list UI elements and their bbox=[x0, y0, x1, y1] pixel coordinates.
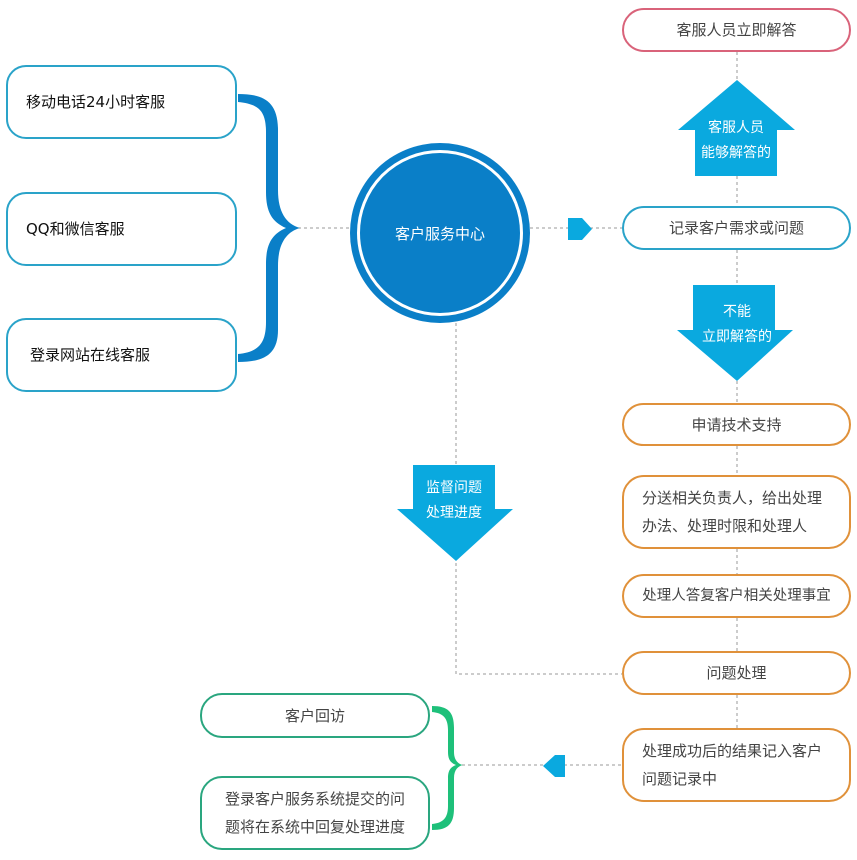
down-arrow-label: 不能 立即解答的 bbox=[693, 300, 781, 350]
down-arrow-line2: 立即解答的 bbox=[702, 329, 772, 345]
supervise-down-arrow-icon bbox=[397, 465, 513, 561]
down-arrow-line1: 不能 bbox=[723, 304, 751, 320]
dispatch-line2: 办法、处理时限和处理人 bbox=[642, 517, 808, 535]
reply-box: 处理人答复客户相关处理事宜 bbox=[622, 574, 851, 618]
channel-phone-label: 移动电话24小时客服 bbox=[26, 93, 166, 111]
up-arrow-line1: 客服人员 bbox=[708, 120, 764, 136]
system-progress-box: 登录客户服务系统提交的问 题将在系统中回复处理进度 bbox=[200, 776, 430, 850]
handle-label: 问题处理 bbox=[706, 664, 767, 682]
channel-qq-wechat-label: QQ和微信客服 bbox=[26, 220, 125, 238]
tech-support-box: 申请技术支持 bbox=[622, 403, 851, 446]
green-curly-brace bbox=[432, 706, 463, 830]
handle-box: 问题处理 bbox=[622, 651, 851, 695]
tech-support-label: 申请技术支持 bbox=[691, 415, 782, 434]
small-right-arrow-icon bbox=[568, 218, 592, 240]
customer-service-center: 客户服务中心 bbox=[350, 143, 530, 323]
record-request-box: 记录客户需求或问题 bbox=[622, 206, 851, 250]
small-left-arrow-icon bbox=[543, 755, 565, 777]
blue-curly-brace bbox=[238, 94, 300, 362]
result-record-box: 处理成功后的结果记入客户 问题记录中 bbox=[622, 728, 851, 802]
customer-followup-box: 客户回访 bbox=[200, 693, 430, 738]
down-arrow-icon bbox=[677, 285, 793, 381]
system-progress-line2: 题将在系统中回复处理进度 bbox=[224, 818, 405, 836]
channel-qq-wechat-box: QQ和微信客服 bbox=[6, 192, 237, 266]
up-arrow-line2: 能够解答的 bbox=[701, 145, 771, 161]
supervise-line2: 处理进度 bbox=[426, 505, 482, 521]
result-record-line1: 处理成功后的结果记入客户 bbox=[642, 742, 823, 760]
up-arrow-label: 客服人员 能够解答的 bbox=[695, 116, 777, 166]
supervise-line1: 监督问题 bbox=[426, 480, 482, 496]
immediate-answer-label: 客服人员立即解答 bbox=[676, 21, 797, 39]
result-record-line2: 问题记录中 bbox=[642, 770, 718, 788]
dispatch-line1: 分送相关负责人，给出处理 bbox=[642, 489, 823, 507]
connector-center-to-handle bbox=[455, 323, 622, 675]
record-request-label: 记录客户需求或问题 bbox=[668, 219, 804, 237]
channel-web-label: 登录网站在线客服 bbox=[30, 346, 151, 364]
channel-web-box: 登录网站在线客服 bbox=[6, 318, 237, 392]
dispatch-box: 分送相关负责人，给出处理 办法、处理时限和处理人 bbox=[622, 475, 851, 549]
reply-label: 处理人答复客户相关处理事宜 bbox=[642, 588, 831, 604]
immediate-answer-box: 客服人员立即解答 bbox=[622, 8, 851, 52]
center-inner-ring: 客户服务中心 bbox=[357, 150, 523, 316]
center-label: 客户服务中心 bbox=[394, 224, 485, 243]
customer-followup-label: 客户回访 bbox=[284, 706, 345, 725]
up-arrow-icon bbox=[678, 80, 795, 176]
supervise-arrow-label: 监督问题 处理进度 bbox=[413, 476, 495, 526]
channel-phone-box: 移动电话24小时客服 bbox=[6, 65, 237, 139]
system-progress-line1: 登录客户服务系统提交的问 bbox=[224, 790, 405, 808]
